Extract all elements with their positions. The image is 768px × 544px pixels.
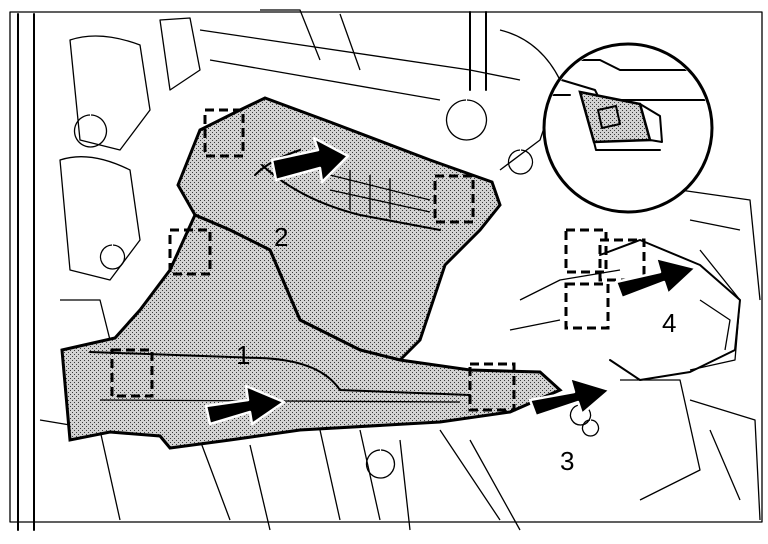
- clip-box: [564, 282, 610, 330]
- clip-detail-inset: [542, 42, 714, 214]
- clip-box: [203, 108, 245, 158]
- removal-arrows: [204, 136, 698, 426]
- clip-box: [468, 362, 516, 412]
- removal-arrow-icon: [614, 256, 698, 300]
- clip-box: [168, 228, 212, 276]
- removal-arrow-icon: [204, 384, 286, 426]
- callout-2: 2: [274, 222, 288, 252]
- removal-arrow-icon: [528, 376, 612, 418]
- part-4-bracket: [599, 239, 741, 381]
- clip-box: [110, 348, 154, 398]
- part-1-main-cover: [60, 213, 563, 450]
- removal-arrow-icon: [270, 136, 350, 184]
- callout-labels: 1 2 3 4: [236, 222, 676, 476]
- callout-1: 1: [236, 340, 250, 370]
- callout-3: 3: [560, 446, 574, 476]
- callout-4: 4: [662, 308, 676, 338]
- background-engine-components: [9, 9, 763, 531]
- clip-box: [433, 174, 475, 224]
- clip-box: [564, 228, 608, 274]
